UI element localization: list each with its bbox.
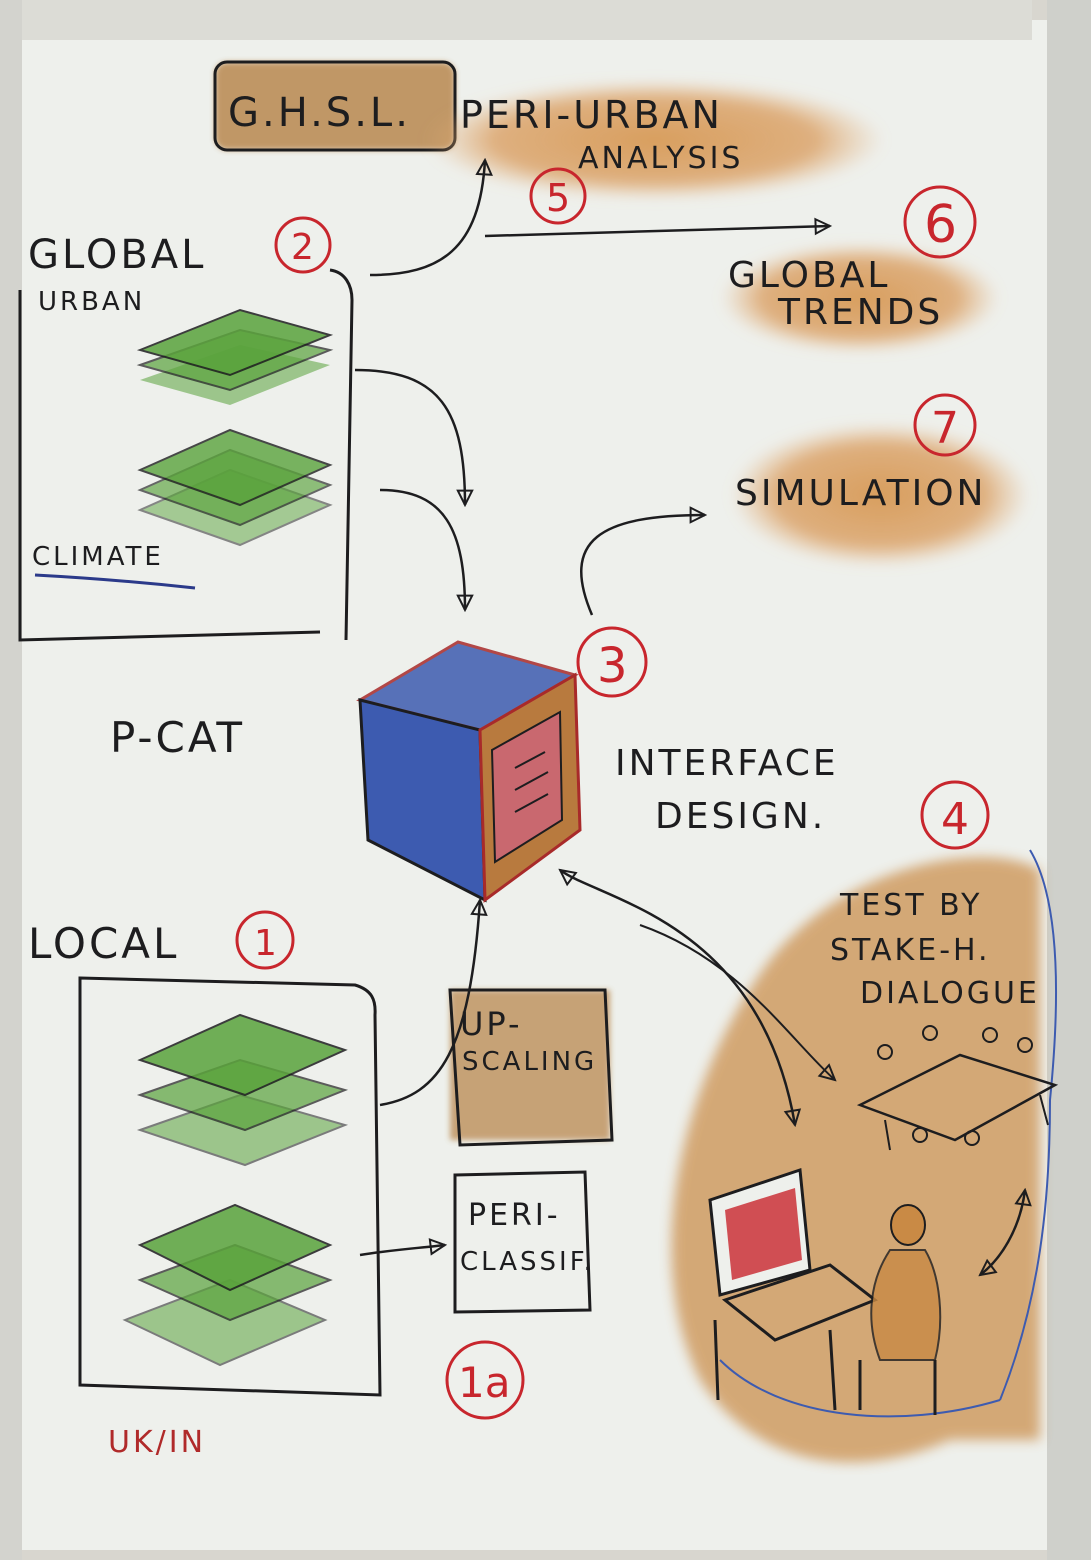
simulation-label: SIMULATION — [735, 473, 986, 514]
arrow-pcat-to-test — [560, 870, 795, 1125]
climate-underline — [34, 573, 196, 590]
peri-classif-box — [453, 1170, 592, 1314]
global-box — [18, 268, 354, 642]
interface-design-line2: DESIGN. — [655, 796, 826, 837]
number-4-circle — [920, 780, 990, 850]
peri-classif-node: PERI- CLASSIF. 1a — [445, 1170, 595, 1420]
upscaling-line1: UP- — [460, 1005, 523, 1043]
peri-urban-line2: ANALYSIS — [578, 141, 743, 176]
ghsl-node: G.H.S.L. — [213, 60, 457, 152]
global-trends-line1: GLOBAL — [728, 255, 890, 296]
local-label: LOCAL — [28, 919, 179, 968]
global-trends-node: GLOBAL TRENDS 6 — [720, 185, 1000, 353]
region-label: UK/IN — [108, 1425, 206, 1460]
peri-classif-line1: PERI- — [468, 1198, 561, 1233]
board-edge-left — [0, 0, 22, 1560]
global-node: GLOBAL 2 URBAN CLIMATE — [18, 216, 354, 642]
upscaling-box — [448, 988, 614, 1147]
arrow-test-to-table — [639, 924, 835, 1080]
board-edge-right — [1047, 0, 1091, 1560]
number-4: 4 — [941, 794, 969, 845]
test-line1: TEST BY — [839, 888, 982, 923]
upscaling-node: UP- SCALING — [448, 988, 614, 1147]
local-layer-stack-lower — [122, 1203, 333, 1367]
test-blue-outline — [719, 849, 1057, 1418]
number-6-circle — [903, 185, 977, 259]
ghsl-box — [213, 60, 457, 152]
number-1a-circle — [445, 1340, 525, 1420]
arrow-urban-to-pcat — [354, 368, 465, 505]
number-6: 6 — [924, 195, 957, 255]
meeting-table-icon — [856, 1025, 1059, 1151]
arrow-local-to-upscaling — [379, 900, 480, 1107]
number-7: 7 — [931, 403, 959, 454]
urban-label: URBAN — [38, 287, 145, 317]
pcat-node: P-CAT 3 — [110, 626, 648, 903]
climate-layer-stack — [137, 428, 333, 547]
arrow-local-to-peri-classif — [359, 1245, 445, 1257]
arrow-climate-to-pcat — [379, 488, 465, 610]
number-1a: 1a — [458, 1358, 510, 1407]
number-2: 2 — [291, 227, 314, 268]
number-7-circle — [913, 393, 977, 457]
number-2-circle — [274, 216, 332, 274]
number-3: 3 — [597, 638, 628, 694]
simulation-node: SIMULATION 7 — [730, 393, 1030, 567]
local-node: LOCAL 1 UK/IN — [28, 910, 382, 1460]
pcat-label: P-CAT — [110, 713, 245, 762]
global-label: GLOBAL — [28, 232, 206, 278]
computer-user-icon — [708, 1167, 942, 1415]
test-line2: STAKE-H. — [830, 933, 991, 968]
local-box — [78, 976, 382, 1397]
arrow-to-global-trends — [484, 226, 830, 238]
test-line3: DIALOGUE — [860, 976, 1040, 1011]
peri-urban-node: PERI-URBAN ANALYSIS 5 — [425, 80, 885, 225]
number-3-circle — [576, 626, 648, 698]
arrow-to-peri-urban — [369, 160, 485, 277]
number-1: 1 — [254, 923, 277, 964]
global-trends-line2: TRENDS — [777, 292, 943, 333]
ghsl-label: G.H.S.L. — [228, 90, 411, 136]
peri-classif-line2: CLASSIF. — [460, 1247, 595, 1277]
peri-urban-line1: PERI-URBAN — [460, 93, 723, 137]
number-1-circle — [235, 910, 295, 970]
upscaling-line2: SCALING — [462, 1047, 597, 1077]
interface-design-line1: INTERFACE — [615, 743, 839, 784]
cube-screen — [490, 710, 564, 864]
climate-label: CLIMATE — [32, 542, 164, 572]
number-5: 5 — [546, 176, 570, 220]
local-layer-stack-upper — [136, 1013, 349, 1167]
arrow-pcat-to-simulation — [580, 515, 705, 616]
urban-layer-stack — [136, 308, 334, 405]
interface-design-node: INTERFACE DESIGN. — [615, 743, 839, 837]
number-5-circle — [529, 167, 587, 225]
top-binding — [22, 0, 1032, 40]
arrow-table-to-user — [980, 1190, 1025, 1275]
